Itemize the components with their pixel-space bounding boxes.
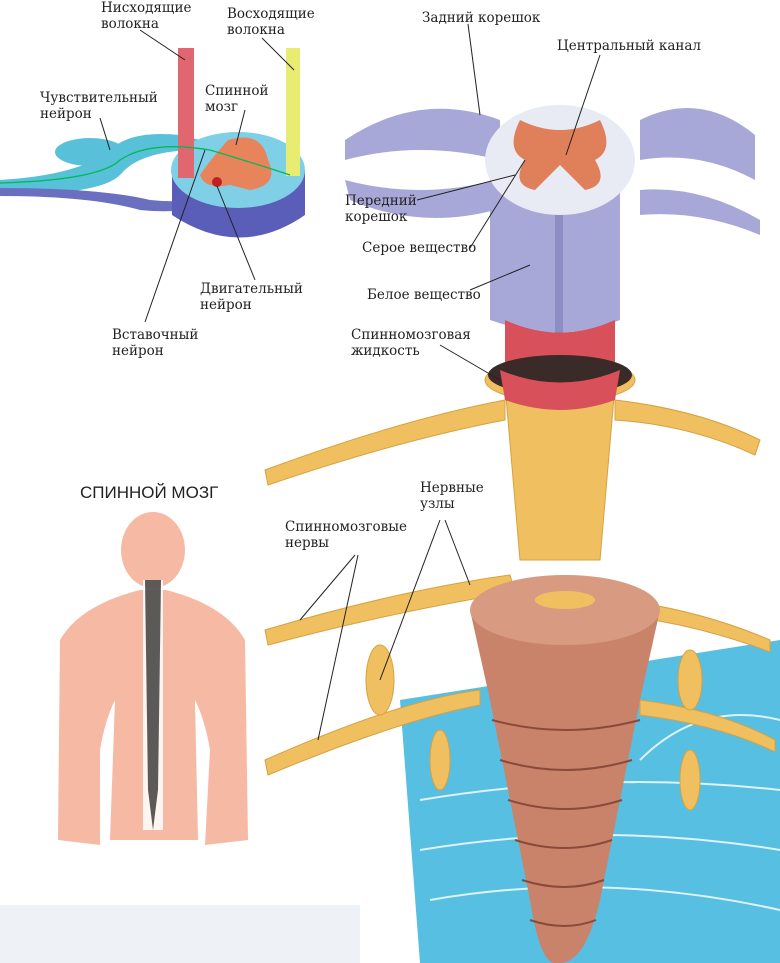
spinal-cord-segment [500, 370, 620, 410]
label-ventral-root: Передний корешок [345, 193, 417, 225]
body-silhouette [58, 512, 248, 845]
label-sensory-neuron: Чувствительный нейрон [40, 90, 158, 122]
label-dorsal-root: Задний корешок [422, 10, 541, 26]
label-csf: Спинномозговая жидкость [351, 327, 471, 359]
label-ascending-fibers: Восходящие волокна [227, 6, 315, 38]
background-band [0, 905, 360, 963]
vertebral-column [470, 575, 660, 963]
label-spinal-cord-small: Спинной мозг [205, 83, 269, 115]
label-motor-neuron: Двигательный нейрон [200, 281, 303, 313]
leader-lines [99, 23, 601, 741]
label-white-matter: Белое вещество [367, 287, 481, 303]
label-interneuron: Вставочный нейрон [112, 327, 199, 359]
section-title: СПИННОЙ МОЗГ [80, 483, 219, 502]
cross-section-large [345, 105, 760, 390]
label-spinal-nerves: Спинномозговые нервы [285, 519, 407, 551]
label-gray-matter: Серое вещество [362, 240, 477, 256]
label-ganglia: Нервные узлы [420, 480, 484, 512]
label-descending-fibers: Нисходящие волокна [101, 0, 192, 32]
cross-section-small [0, 48, 305, 238]
label-central-canal: Центральный канал [557, 38, 701, 54]
